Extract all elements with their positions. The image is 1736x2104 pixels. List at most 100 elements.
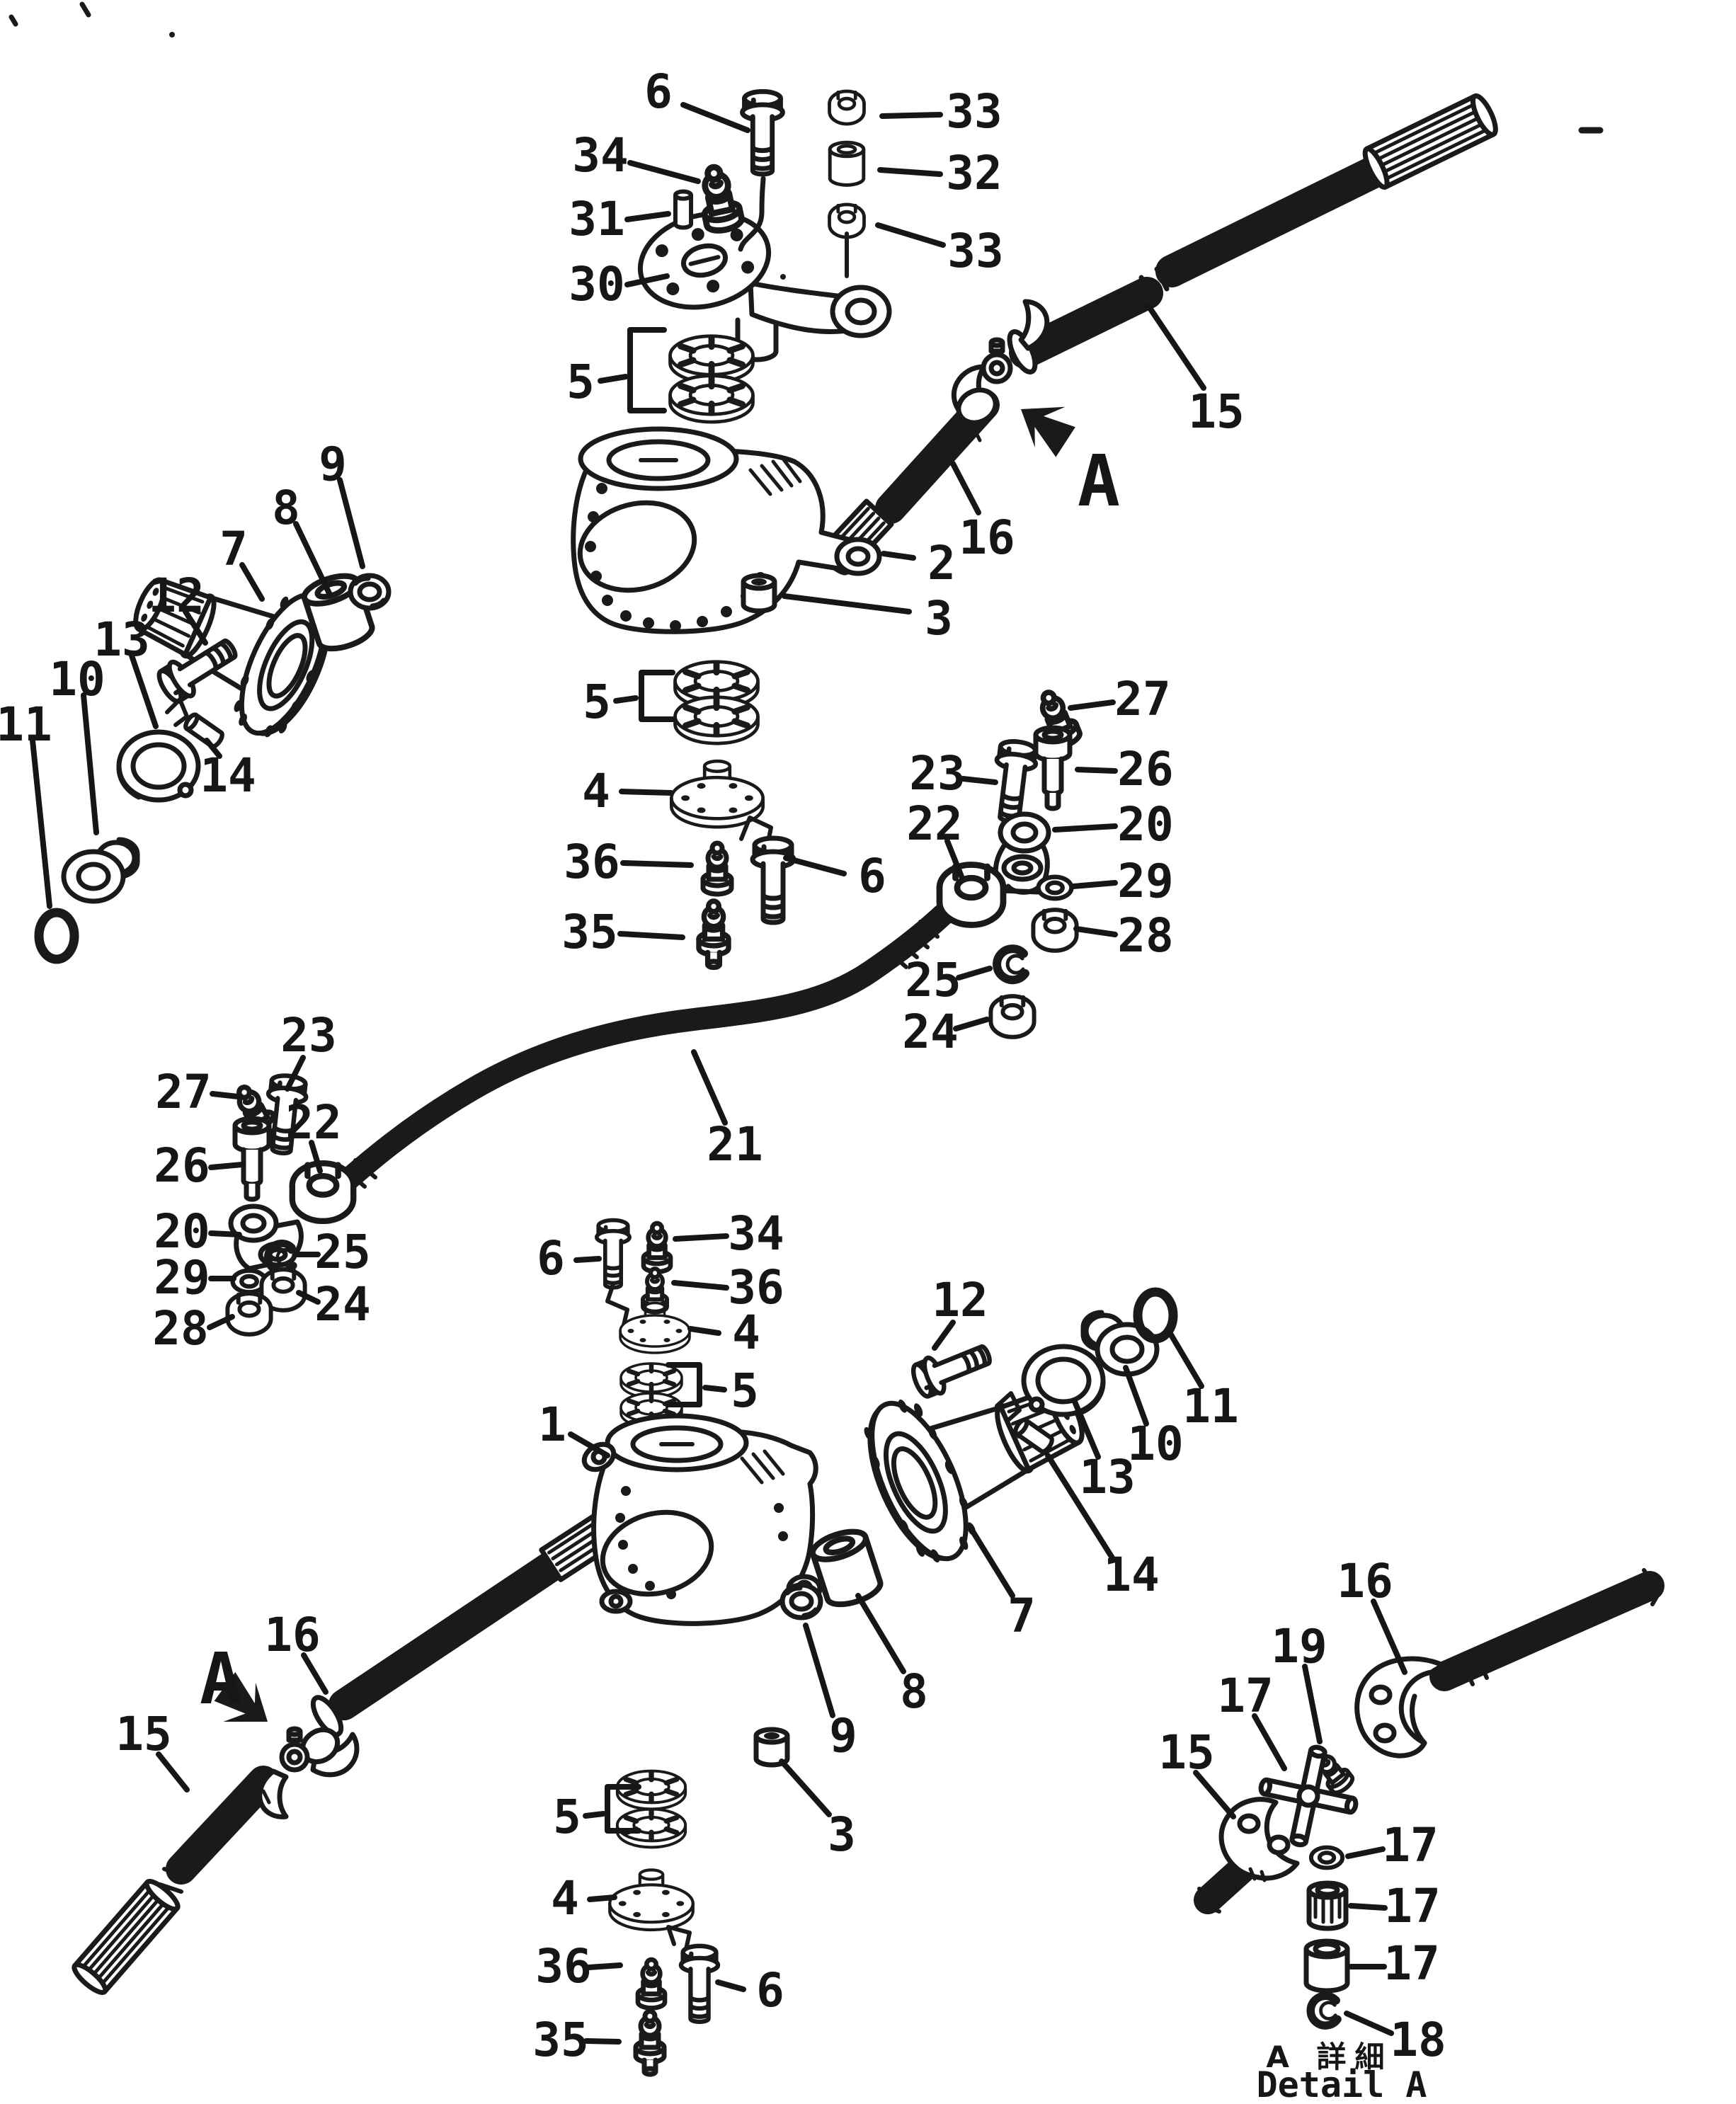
leader-line-32-3 bbox=[877, 167, 943, 177]
drag-link-21 bbox=[313, 903, 954, 1212]
flange-4-bot bbox=[608, 1868, 695, 1932]
leader-line-12-50 bbox=[932, 1320, 956, 1351]
leader-line-6-23 bbox=[783, 855, 847, 876]
callout-10-17: 10 bbox=[49, 652, 105, 707]
leader-line-14-19 bbox=[204, 738, 222, 759]
leader-line-15-8 bbox=[1146, 303, 1206, 391]
leader-line-10-52 bbox=[1123, 1365, 1149, 1427]
oring-11-left bbox=[39, 913, 74, 959]
callout-22-28: 22 bbox=[906, 796, 962, 851]
view-letter-1: A bbox=[200, 1637, 242, 1720]
nut-22-right bbox=[940, 865, 1003, 925]
callout-21-34: 21 bbox=[707, 1117, 763, 1172]
retainer-13-right bbox=[1024, 1347, 1103, 1414]
leader-line-15-60 bbox=[156, 1751, 190, 1793]
spline-end-15-upper bbox=[1362, 93, 1498, 190]
flange-4-mid bbox=[670, 759, 765, 829]
kingpin-column-bottom bbox=[608, 1771, 718, 2074]
bearing-cup-17 bbox=[1306, 1941, 1347, 1991]
leader-line-10-17 bbox=[81, 692, 99, 835]
steering-arm-cluster bbox=[637, 91, 892, 422]
callout-15-60: 15 bbox=[115, 1707, 171, 1761]
leader-line-36-63 bbox=[586, 1962, 623, 1970]
bearing-9-right bbox=[782, 1585, 821, 1618]
callout-9-57: 9 bbox=[829, 1708, 857, 1763]
steering-knuckle-lower bbox=[581, 1413, 823, 1768]
leader-line-5-7 bbox=[598, 374, 629, 384]
callout-24-42: 24 bbox=[314, 1277, 370, 1332]
callout-2-10: 2 bbox=[927, 536, 956, 590]
grease-36-bot bbox=[638, 1960, 665, 2008]
leader-line-28-31 bbox=[1073, 926, 1118, 937]
leader-line-1-49 bbox=[568, 1431, 610, 1458]
leader-line-34-2 bbox=[627, 160, 701, 184]
bracket-5-7 bbox=[627, 327, 667, 413]
leader-line-12-15 bbox=[183, 609, 208, 646]
leader-line-2-10 bbox=[881, 551, 916, 561]
callout-11-18: 11 bbox=[0, 697, 52, 752]
leader-line-26-26 bbox=[1075, 767, 1118, 774]
callout-12-15: 12 bbox=[148, 568, 204, 623]
nut-28-right bbox=[1033, 910, 1076, 951]
bolt-6-bot bbox=[681, 1946, 718, 2022]
callout-26-38: 26 bbox=[154, 1138, 210, 1193]
leader-line-22-37 bbox=[309, 1140, 323, 1174]
callout-36-63: 36 bbox=[535, 1939, 591, 1994]
bearing-5-top-b bbox=[670, 376, 753, 422]
leader-line-34-44 bbox=[673, 1233, 729, 1242]
nut-22-left bbox=[292, 1163, 353, 1221]
callout-32-3: 32 bbox=[946, 146, 1002, 200]
callout-10-52: 10 bbox=[1127, 1417, 1183, 1471]
leader-line-35-65 bbox=[583, 2038, 622, 2045]
leader-line-21-34 bbox=[691, 1049, 728, 1126]
leader-line-7-55 bbox=[969, 1526, 1015, 1599]
leader-line-26-38 bbox=[208, 1162, 245, 1170]
leader-line-7-14 bbox=[239, 562, 265, 602]
callout-24-33: 24 bbox=[902, 1005, 958, 1059]
leader-line-27-25 bbox=[1068, 699, 1116, 711]
callout-29-41: 29 bbox=[154, 1250, 210, 1305]
flange-4-low bbox=[619, 1301, 691, 1354]
leader-line-16-9 bbox=[950, 461, 981, 515]
callout-3-11: 3 bbox=[925, 591, 953, 646]
spline-end-15-lower bbox=[72, 1879, 181, 1995]
callout-5-7: 5 bbox=[566, 355, 595, 409]
callout-28-43: 28 bbox=[152, 1301, 208, 1356]
tie-rod-end-left bbox=[227, 1074, 353, 1334]
leader-line-33-1 bbox=[879, 112, 943, 119]
bearing-9-left bbox=[350, 576, 389, 608]
leader-line-15-69 bbox=[1193, 1770, 1236, 1819]
callout-18-73: 18 bbox=[1390, 2013, 1446, 2067]
bracket-5-20 bbox=[639, 670, 675, 722]
leader-line-20-29 bbox=[1052, 823, 1118, 833]
yoke-16-detail bbox=[1354, 1656, 1446, 1759]
callout-36-22: 36 bbox=[564, 835, 619, 889]
nut-24-right bbox=[990, 996, 1034, 1037]
callout-4-47: 4 bbox=[732, 1305, 760, 1360]
leader-line-16-59 bbox=[301, 1652, 329, 1695]
leader-line-4-47 bbox=[687, 1326, 721, 1336]
callout-8-56: 8 bbox=[900, 1664, 928, 1719]
leader-line-28-43 bbox=[207, 1314, 235, 1330]
grease-36-mid bbox=[703, 843, 731, 894]
callout-34-2: 34 bbox=[572, 128, 628, 183]
callout-15-69: 15 bbox=[1158, 1725, 1214, 1780]
scan-specks bbox=[8, 1, 1604, 280]
leader-line-20-39 bbox=[208, 1230, 242, 1237]
leader-line-23-27 bbox=[960, 776, 998, 785]
leader-line-14-54 bbox=[1045, 1453, 1116, 1562]
leader-line-13-16 bbox=[129, 653, 159, 729]
nut-28-left bbox=[227, 1293, 270, 1334]
view-arrow-icon-0 bbox=[1007, 387, 1082, 460]
callout-5-20: 5 bbox=[583, 675, 611, 729]
leader-line-25-32 bbox=[956, 966, 993, 980]
callout-3-58: 3 bbox=[828, 1807, 856, 1862]
bracket-5-61 bbox=[605, 1784, 641, 1834]
grease-35-bot bbox=[636, 2011, 664, 2074]
callout-15-8: 15 bbox=[1188, 384, 1244, 439]
leader-line-9-57 bbox=[803, 1623, 835, 1718]
callout-36-46: 36 bbox=[728, 1260, 784, 1315]
yoke-15-detail bbox=[1194, 1797, 1300, 1914]
steering-knuckle-upper bbox=[571, 426, 882, 634]
callout-28-31: 28 bbox=[1117, 908, 1173, 963]
